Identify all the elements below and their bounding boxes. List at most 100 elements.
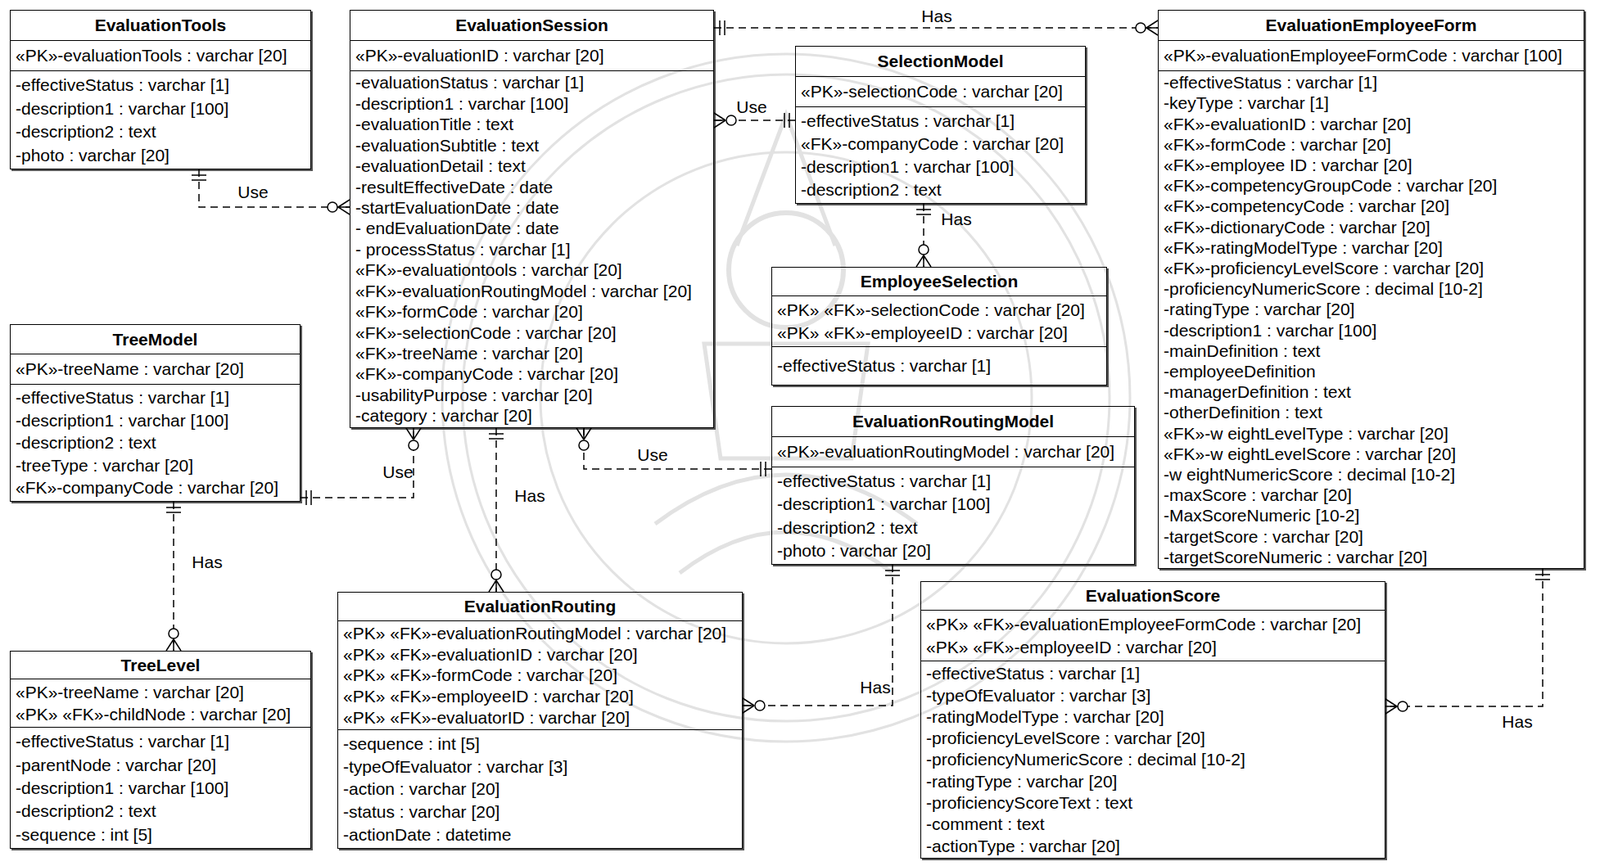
crow-foot (1385, 699, 1397, 707)
entity-name: EvaluationScore (1085, 586, 1221, 606)
one-bar (1535, 578, 1551, 581)
one-bar (723, 20, 726, 36)
attribute: -ratingType : varchar [20] (926, 772, 1380, 791)
crow-foot (1385, 706, 1397, 715)
key-section: «PK»-evaluationEmployeeFormCode : varcha… (1158, 40, 1584, 72)
crow-foot (338, 207, 350, 215)
cardinality-mark (488, 433, 504, 439)
optional-circle (1135, 22, 1146, 33)
entity-header: EvaluationTools (10, 10, 311, 41)
attribute-section: -evaluationStatus : varchar [1]-descript… (350, 71, 714, 428)
relationship-line (198, 169, 350, 208)
cardinality-mark (916, 244, 932, 267)
cardinality-mark (166, 507, 181, 513)
attribute: -description1 : varchar [100] (15, 778, 306, 798)
attribute: -description2 : text (777, 518, 1130, 538)
key-section: «PK»-evaluationID : varchar [20] (350, 40, 714, 72)
attribute: -proficiencyNumericScore : decimal [10-2… (1163, 279, 1579, 299)
relationship-label: Use (637, 445, 668, 466)
relationship-line (495, 428, 498, 593)
attribute-section: -effectiveStatus : varchar [1]-parentNod… (10, 727, 311, 849)
key-section: «PK» «FK»-evaluationRoutingModel : varch… (338, 621, 742, 731)
one-bar (916, 208, 932, 211)
attribute: -employeeDefinition (1163, 361, 1579, 381)
cardinality-mark (760, 461, 766, 477)
relationship-label: Use (382, 462, 413, 483)
attribute: -proficiencyNumericScore : decimal [10-2… (926, 750, 1380, 769)
relationship-label: Has (859, 677, 891, 698)
cardinality-mark (488, 569, 504, 593)
one-bar (916, 213, 932, 216)
cardinality-mark (742, 698, 765, 714)
attribute-section: -effectiveStatus : varchar [1]-typeOfEva… (921, 661, 1385, 859)
one-bar (788, 112, 791, 128)
attribute: - endEvaluationDate : date (355, 218, 709, 238)
entity-header: EvaluationRoutingModel (772, 406, 1135, 438)
key-section: «PK»-evaluationTools : varchar [20] (10, 40, 311, 72)
attribute: «FK»-companyCode : varchar [20] (800, 134, 1081, 154)
attribute: -description2 : text (800, 180, 1081, 199)
relationship (300, 428, 421, 506)
entity-name: EvaluationEmployeeForm (1265, 15, 1478, 35)
primary-key: «PK» «FK»-evaluationEmployeeFormCode : v… (926, 614, 1380, 634)
cardinality-mark (406, 428, 421, 451)
one-bar (310, 490, 312, 506)
relationship-label: Use (736, 97, 767, 118)
crow-foot (714, 112, 726, 121)
attribute: -effectiveStatus : varchar [1] (15, 732, 306, 751)
relationship-line (714, 27, 1158, 29)
relationship (166, 501, 181, 651)
entity-box: EmployeeSelection«PK» «FK»-selectionCode… (771, 266, 1108, 386)
optional-circle (491, 569, 502, 580)
entity-box: EvaluationTools «PK»-evaluationTools : va… (9, 9, 312, 170)
key-section: «PK»-treeName : varchar [20] (10, 354, 300, 385)
primary-key: «PK»-evaluationEmployeeFormCode : varcha… (1163, 45, 1579, 65)
entity-box: SelectionModel «PK»-selectionCode : varch… (795, 45, 1086, 204)
entity-box: EvaluationRouting«PK» «FK»-evaluationRou… (337, 592, 743, 850)
attribute: -description2 : text (15, 433, 295, 452)
cardinality-mark (714, 112, 737, 128)
attribute-section: -sequence : int [5]-typeOfEvaluator : va… (338, 730, 742, 849)
primary-key: «PK»-treeName : varchar [20] (15, 359, 295, 379)
attribute: «FK»-companyCode : varchar [20] (15, 478, 295, 498)
attribute: -effectiveStatus : varchar [1] (15, 75, 306, 95)
crow-foot (714, 120, 726, 128)
primary-key: «PK»-treeName : varchar [20] (15, 682, 306, 702)
relationship (742, 564, 900, 714)
one-bar (764, 461, 767, 477)
crow-foot (166, 639, 174, 651)
attribute: -comment : text (926, 814, 1380, 834)
attribute: -action : varchar [20] (343, 779, 737, 799)
attribute: -description1 : varchar [100] (777, 494, 1130, 514)
one-bar (885, 569, 900, 572)
attribute: -description2 : text (15, 801, 306, 821)
crow-foot (173, 639, 181, 651)
entity-header: EvaluationEmployeeForm (1158, 10, 1584, 41)
attribute: -maxScore : varchar [20] (1163, 485, 1579, 505)
one-bar (1535, 574, 1551, 576)
attribute: -startEvaluationDate : date (355, 198, 709, 217)
attribute: -targetScoreNumeric : varchar [20] (1163, 547, 1579, 567)
attribute: «FK»-treeName : varchar [20] (355, 343, 709, 363)
attribute: -typeOfEvaluator : varchar [3] (343, 757, 737, 777)
one-bar (191, 174, 207, 177)
cardinality-mark (576, 428, 592, 451)
attribute: «FK»-dictionaryCode : varchar [20] (1163, 217, 1579, 237)
attribute: -description1 : varchar [100] (800, 157, 1081, 177)
attribute: -typeOfEvaluator : varchar [3] (926, 686, 1380, 706)
one-bar (885, 574, 900, 577)
entity-name: EvaluationTools (94, 15, 227, 35)
cardinality-mark (719, 20, 725, 36)
attribute: -managerDefinition : text (1163, 382, 1579, 402)
one-bar (305, 490, 308, 506)
relationship-label: Use (237, 182, 268, 203)
entity-name: SelectionModel (876, 51, 1004, 71)
cardinality-mark (306, 490, 312, 506)
attribute: -evaluationDetail : text (355, 156, 709, 176)
relationship-line (742, 564, 893, 706)
key-section: «PK»-selectionCode : varchar [20] (795, 76, 1085, 108)
primary-key: «PK» «FK»-employeeID : varchar [20] (343, 687, 737, 706)
crow-foot (714, 119, 726, 122)
relationship-line (922, 203, 925, 267)
attribute: «FK»-ratingModelType : varchar [20] (1163, 238, 1579, 258)
